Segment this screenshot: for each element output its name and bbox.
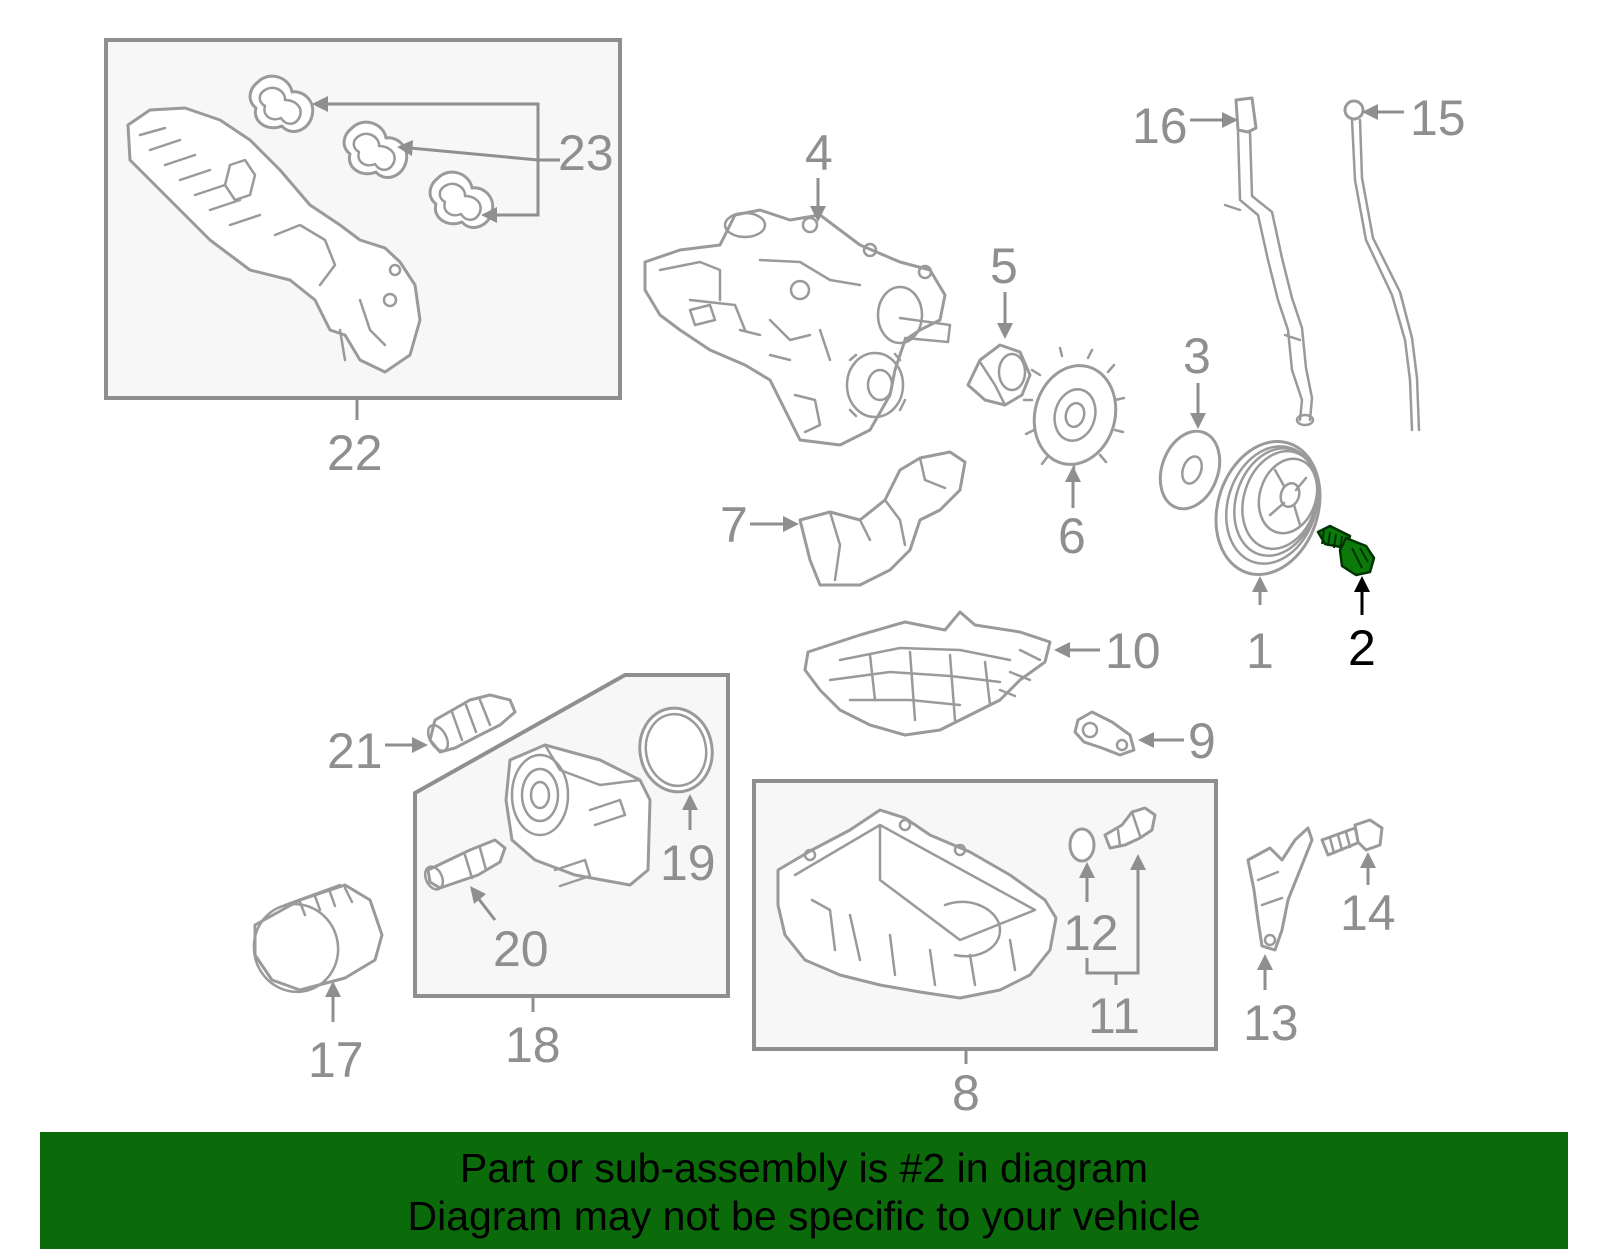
sprocket-part-6[interactable] [1022,346,1126,477]
leader-5 [997,292,1013,339]
callout-16[interactable]: 16 [1132,98,1188,154]
callout-1[interactable]: 1 [1246,623,1274,679]
oil-pump-part-4[interactable] [643,208,952,447]
callout-4[interactable]: 4 [805,125,833,181]
sensor-part-9[interactable] [1073,710,1136,757]
callout-10[interactable]: 10 [1105,623,1161,679]
leader-17 [325,981,341,1022]
callout-6[interactable]: 6 [1058,508,1086,564]
leader-2 [1354,576,1370,615]
valve-part-21[interactable] [424,693,517,754]
callout-17[interactable]: 17 [308,1032,364,1088]
leader-7 [750,516,799,532]
leader-19 [682,794,698,830]
leader-11 [1085,854,1146,985]
callout-21[interactable]: 21 [327,723,383,779]
cover-part-7[interactable] [798,450,967,587]
baffle-part-10[interactable] [803,610,1052,737]
intake-manifold-part-22[interactable] [126,106,422,374]
bolt-part-2[interactable] [1316,524,1376,577]
leader-10 [1054,642,1100,658]
leader-23 [312,96,560,420]
seal-ring-part-19[interactable] [633,702,718,797]
leader-20 [470,886,497,921]
pulley-part-1[interactable] [1199,428,1336,588]
oil-pan-part-8[interactable] [776,808,1058,1000]
callout-14[interactable]: 14 [1340,885,1396,941]
callout-8[interactable]: 8 [952,1065,980,1121]
callout-18[interactable]: 18 [505,1017,561,1073]
callout-11[interactable]: 11 [1088,988,1140,1044]
bracket-part-13[interactable] [1246,826,1314,952]
oil-filter-part-17[interactable] [244,883,384,1001]
drain-plug-part-11[interactable] [1103,806,1157,850]
callout-19[interactable]: 19 [660,835,716,891]
oil-cooler-part-18[interactable] [504,743,652,888]
callout-15[interactable]: 15 [1410,90,1466,146]
leader-1 [1252,576,1268,605]
callout-3[interactable]: 3 [1183,328,1211,384]
washer-part-3[interactable] [1150,423,1230,517]
callout-13[interactable]: 13 [1243,995,1299,1051]
dipstick-tube-part-16[interactable] [1223,96,1315,427]
leader-6 [1065,466,1081,508]
leader-4 [810,178,826,222]
washer-part-12[interactable] [1068,827,1096,863]
gasket-set-part-23[interactable] [248,74,495,229]
callout-12[interactable]: 12 [1063,905,1119,961]
bolt-part-20[interactable] [422,838,507,892]
leader-13 [1257,954,1273,990]
callout-22[interactable]: 22 [327,425,383,481]
leader-15 [1362,104,1404,120]
callout-5[interactable]: 5 [990,238,1018,294]
callout-2[interactable]: 2 [1348,620,1376,676]
leader-3 [1190,383,1206,429]
leader-9 [1138,732,1184,748]
banner-line-1: Part or sub-assembly is #2 in diagram [459,1145,1149,1191]
callout-20[interactable]: 20 [493,921,549,977]
info-banner: Part or sub-assembly is #2 in diagram Di… [40,1132,1568,1249]
callout-23[interactable]: 23 [558,125,614,181]
banner-line-2: Diagram may not be specific to your vehi… [407,1193,1201,1239]
bolt-part-14[interactable] [1320,818,1384,857]
callout-7[interactable]: 7 [720,497,748,553]
leader-16 [1190,112,1238,128]
dipstick-part-15[interactable] [1343,99,1421,432]
leader-21 [385,737,428,753]
bushing-part-5[interactable] [966,343,1032,407]
leader-12 [1079,862,1095,902]
leader-14 [1360,852,1376,885]
callout-9[interactable]: 9 [1188,713,1216,769]
